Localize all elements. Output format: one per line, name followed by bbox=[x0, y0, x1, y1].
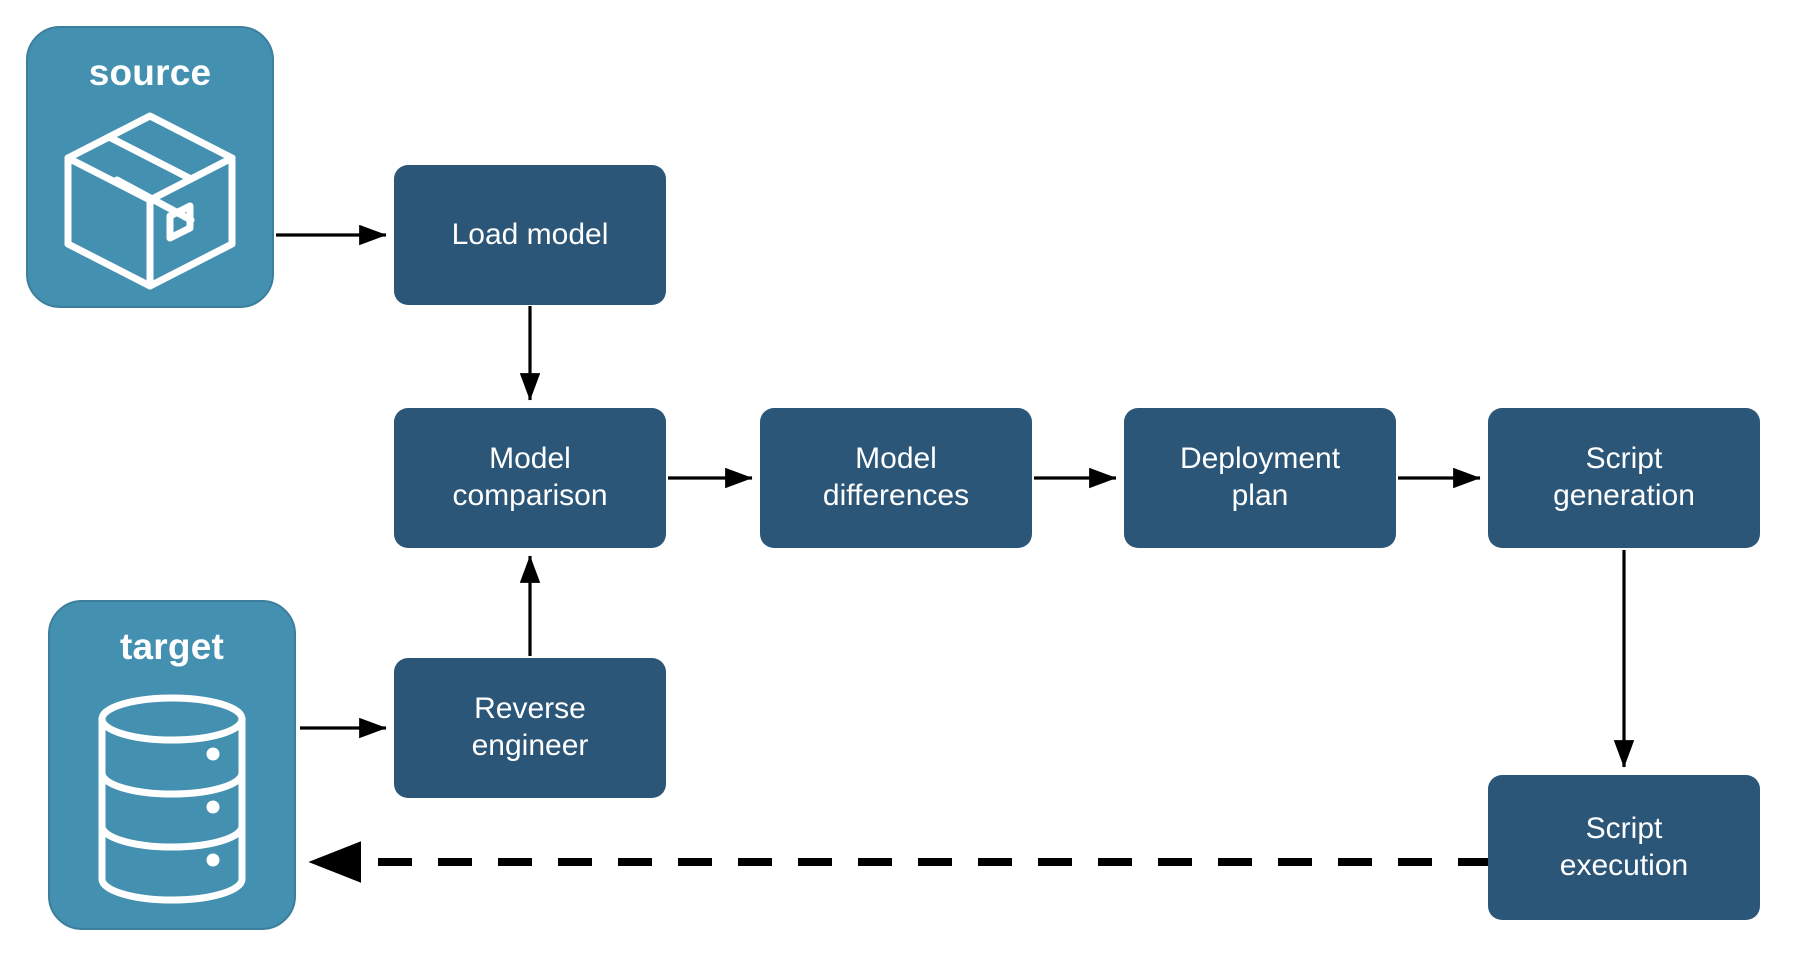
process-model-comparison[interactable]: Model comparison bbox=[394, 408, 666, 548]
process-reverse-engineer[interactable]: Reverse engineer bbox=[394, 658, 666, 798]
process-script-execution[interactable]: Script execution bbox=[1488, 775, 1760, 920]
process-deployment-plan-label: Deployment plan bbox=[1179, 442, 1341, 512]
process-deployment-plan[interactable]: Deployment plan bbox=[1124, 408, 1396, 548]
source-endpoint-card[interactable]: source bbox=[26, 26, 274, 308]
process-load-model[interactable]: Load model bbox=[394, 165, 666, 305]
database-cylinder-icon bbox=[50, 669, 294, 928]
process-model-differences-label: Model differences bbox=[822, 442, 970, 512]
process-script-execution-label: Script execution bbox=[1559, 811, 1689, 882]
process-model-differences[interactable]: Model differences bbox=[760, 408, 1032, 548]
process-script-generation[interactable]: Script generation bbox=[1488, 408, 1760, 548]
process-script-generation-label: Script generation bbox=[1553, 442, 1695, 512]
process-load-model-label: Load model bbox=[451, 217, 609, 251]
source-label: source bbox=[88, 52, 212, 93]
process-reverse-engineer-label: Reverse engineer bbox=[471, 692, 589, 762]
package-box-icon bbox=[28, 95, 272, 306]
process-model-comparison-label: Model comparison bbox=[452, 442, 608, 512]
target-endpoint-card[interactable]: target bbox=[48, 600, 296, 930]
target-label: target bbox=[120, 626, 224, 667]
